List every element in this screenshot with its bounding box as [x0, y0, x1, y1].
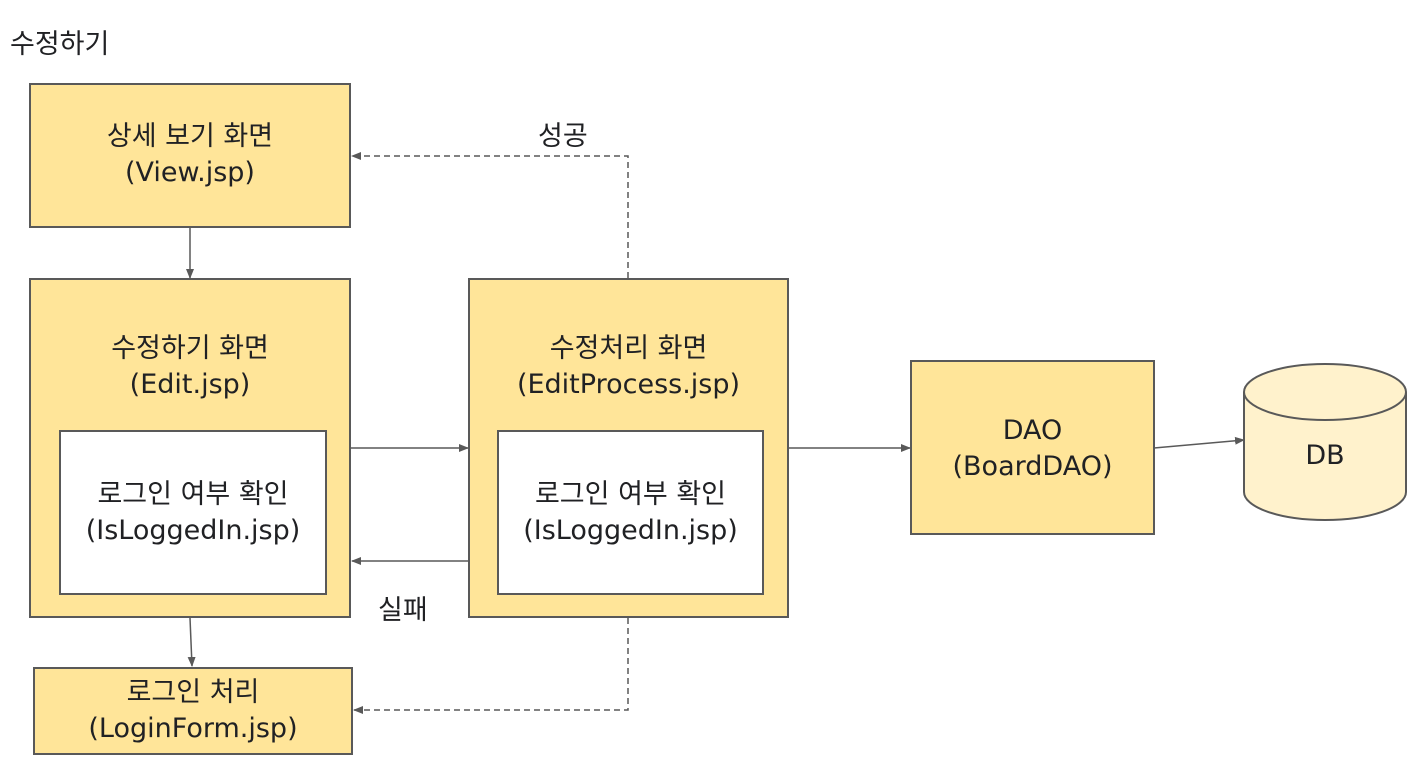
arrow-success-dashed [351, 152, 629, 278]
db-node-label: DB [1305, 440, 1345, 471]
edge-label-failure: 실패 [378, 595, 428, 626]
process-node-title: 수정처리 화면 [549, 333, 708, 364]
dao-node-title: DAO [1002, 415, 1063, 446]
view-node-label: 상세 보기 화면 (View.jsp) [29, 119, 351, 191]
process-login-check-label: 로그인 여부 확인 (IsLoggedIn.jsp) [497, 477, 764, 549]
login-node-file: (LoginForm.jsp) [88, 713, 298, 744]
edit-login-check-file: (IsLoggedIn.jsp) [85, 515, 301, 546]
dao-node [910, 360, 1155, 535]
process-login-check-file: (IsLoggedIn.jsp) [523, 515, 738, 546]
login-node [33, 667, 353, 755]
dao-node-class: (BoardDAO) [952, 451, 1113, 482]
process-login-check-node [497, 430, 764, 595]
arrow-edit-to-login [187, 617, 196, 667]
edge-label-success: 성공 [538, 121, 588, 152]
process-node-file: (EditProcess.jsp) [516, 369, 741, 400]
login-node-label: 로그인 처리 (LoginForm.jsp) [33, 675, 353, 747]
view-node-title: 상세 보기 화면 [106, 121, 274, 152]
edit-node-file: (Edit.jsp) [129, 369, 251, 400]
arrow-process-to-login-dashed [353, 618, 629, 714]
view-node-file: (View.jsp) [125, 157, 255, 188]
edit-login-check-label: 로그인 여부 확인 (IsLoggedIn.jsp) [59, 477, 327, 549]
db-cylinder-icon [1243, 363, 1407, 521]
view-node [29, 83, 351, 228]
login-node-title: 로그인 처리 [126, 677, 260, 708]
edit-node-title: 수정하기 화면 [111, 333, 269, 364]
edit-login-check-title: 로그인 여부 확인 [97, 479, 289, 510]
arrow-dao-to-db [1153, 436, 1245, 449]
edit-login-check-node [59, 430, 327, 595]
edit-node-label: 수정하기 화면 (Edit.jsp) [29, 331, 351, 403]
process-node-label: 수정처리 화면 (EditProcess.jsp) [468, 331, 789, 403]
page-title: 수정하기 [10, 29, 110, 60]
dao-node-label: DAO (BoardDAO) [910, 413, 1155, 485]
process-login-check-title: 로그인 여부 확인 [534, 479, 727, 510]
